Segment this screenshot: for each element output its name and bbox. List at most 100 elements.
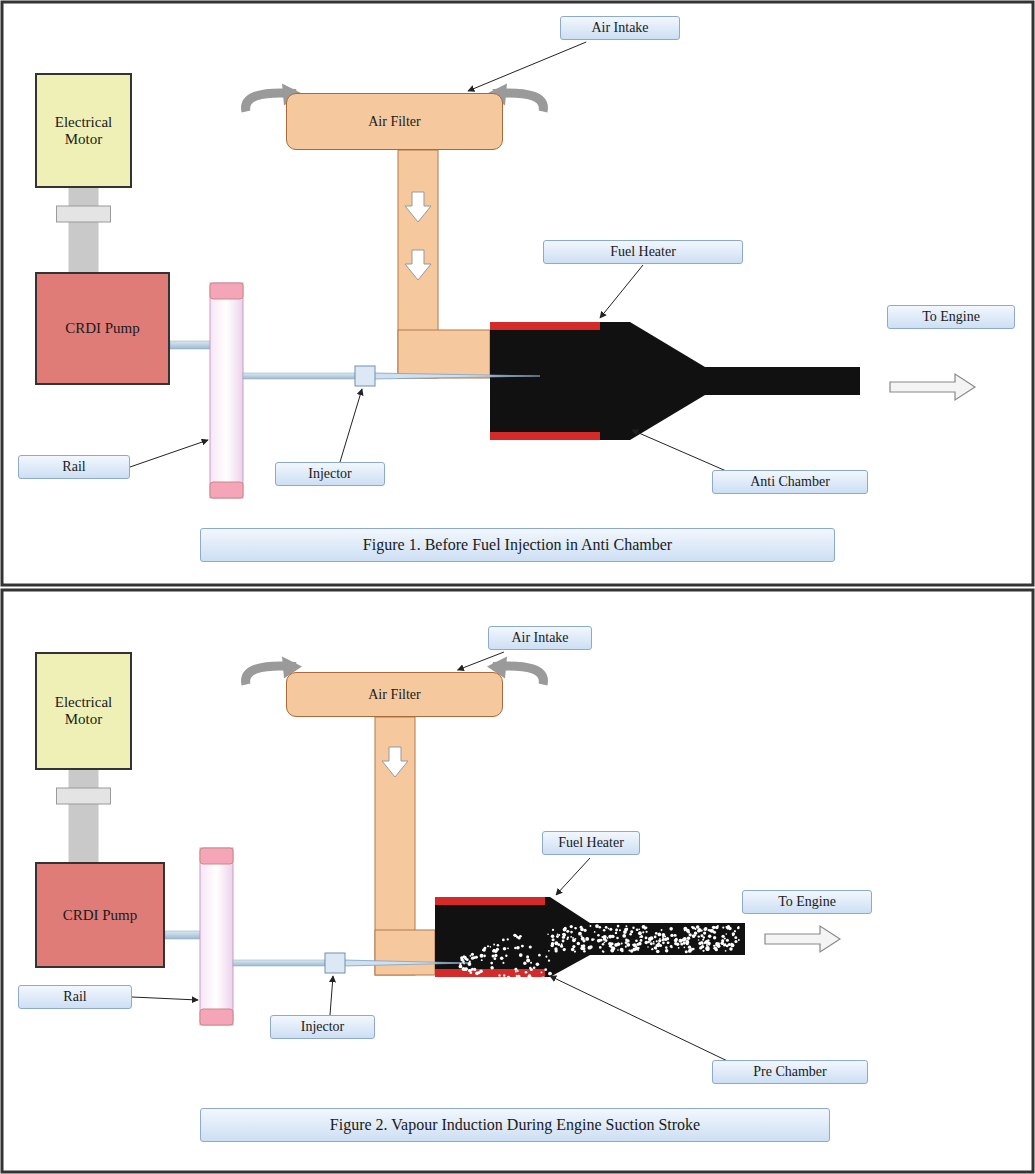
spray-droplet: [656, 950, 660, 954]
spray-droplet: [493, 944, 495, 946]
spray-droplet: [670, 934, 673, 937]
spray-droplet: [645, 936, 648, 939]
spray-droplet: [483, 948, 486, 951]
spray-droplet: [714, 947, 717, 950]
injector-needle: [343, 960, 470, 966]
spray-droplet: [635, 939, 638, 942]
spray-droplet: [594, 931, 596, 933]
spray-droplet: [595, 924, 599, 928]
spray-droplet: [653, 943, 655, 945]
spray-droplet: [728, 927, 732, 931]
spray-droplet: [734, 930, 736, 932]
spray-droplet: [734, 930, 736, 932]
node-text: Fuel Heater: [552, 244, 734, 260]
spray-droplet: [708, 944, 710, 946]
rail-end-cap: [200, 848, 233, 864]
spray-droplet: [571, 948, 575, 952]
spray-droplet: [502, 983, 506, 987]
spray-droplet: [564, 935, 566, 937]
spray-droplet: [645, 926, 648, 929]
spray-droplet: [692, 948, 695, 951]
spray-droplet: [610, 949, 614, 953]
spray-droplet: [647, 941, 650, 944]
spray-droplet: [525, 971, 528, 974]
spray-droplet: [709, 929, 712, 932]
spray-droplet: [514, 968, 517, 971]
air-flow-arrow: [405, 250, 431, 280]
spray-droplet: [487, 945, 489, 947]
spray-droplet: [732, 932, 735, 935]
fuel-vapour-spray: [459, 924, 740, 993]
spray-droplet: [603, 941, 605, 943]
spray-droplet: [473, 956, 476, 959]
spray-droplet: [515, 970, 517, 972]
spray-droplet: [498, 974, 500, 976]
leader-line: [600, 265, 643, 318]
spray-droplet: [651, 948, 653, 950]
spray-droplet: [602, 951, 604, 953]
spray-droplet: [632, 947, 636, 951]
air-flow-arrow: [382, 747, 408, 777]
callout-label: To Engine: [742, 890, 872, 914]
spray-droplet: [686, 929, 690, 933]
spray-droplet: [738, 926, 740, 928]
spray-droplet: [708, 934, 712, 938]
spray-droplet: [667, 942, 669, 944]
chamber-taper: [550, 897, 590, 977]
air-filter-box: Air Filter: [286, 93, 503, 150]
spray-droplet: [471, 953, 474, 956]
node-text: CRDI Pump: [63, 907, 138, 924]
injector-body: [355, 366, 375, 386]
spray-droplet: [473, 968, 476, 971]
spray-droplet: [552, 938, 555, 941]
spray-droplet: [621, 943, 623, 945]
spray-droplet: [463, 963, 465, 965]
spray-droplet: [505, 955, 507, 957]
spray-droplet: [688, 949, 692, 953]
spray-droplet: [481, 977, 483, 979]
spray-droplet: [582, 939, 585, 942]
spray-droplet: [679, 939, 683, 943]
rail-end-cap: [210, 482, 243, 498]
air-pipe-tee: [398, 330, 490, 378]
spray-droplet: [507, 976, 510, 979]
spray-droplet: [574, 950, 576, 952]
spray-droplet: [656, 943, 660, 947]
node-text: Figure 2. Vapour Induction During Engine…: [211, 1116, 819, 1134]
spray-droplet: [557, 933, 559, 935]
spray-droplet: [638, 942, 642, 946]
spray-droplet: [725, 950, 727, 952]
spray-droplet: [487, 977, 491, 981]
spray-droplet: [548, 950, 550, 952]
spray-droplet: [734, 936, 737, 939]
spray-droplet: [645, 941, 648, 944]
spray-droplet: [662, 938, 665, 941]
leader-line: [340, 389, 362, 462]
node-text: Air Filter: [368, 687, 421, 703]
spray-droplet: [526, 955, 529, 958]
spray-droplet: [654, 936, 657, 939]
callout-label: Injector: [275, 462, 385, 486]
spray-droplet: [705, 946, 709, 950]
spray-droplet: [516, 975, 518, 977]
spray-droplet: [598, 926, 601, 929]
spray-droplet: [587, 946, 591, 950]
spray-droplet: [692, 934, 696, 938]
spray-droplet: [525, 988, 529, 992]
spray-droplet: [698, 939, 700, 941]
spray-droplet: [462, 967, 465, 970]
node-text: Injector: [279, 1019, 366, 1035]
spray-droplet: [724, 938, 726, 940]
spray-droplet: [705, 940, 709, 944]
spray-droplet: [575, 938, 577, 940]
spray-droplet: [583, 929, 586, 932]
spray-droplet: [703, 931, 706, 934]
spray-droplet: [492, 954, 495, 957]
spray-droplet: [617, 925, 620, 928]
spray-droplet: [726, 939, 729, 942]
injector-needle: [373, 373, 540, 379]
spray-droplet: [499, 982, 502, 985]
leader-line: [132, 997, 198, 1000]
spray-droplet: [504, 980, 507, 983]
